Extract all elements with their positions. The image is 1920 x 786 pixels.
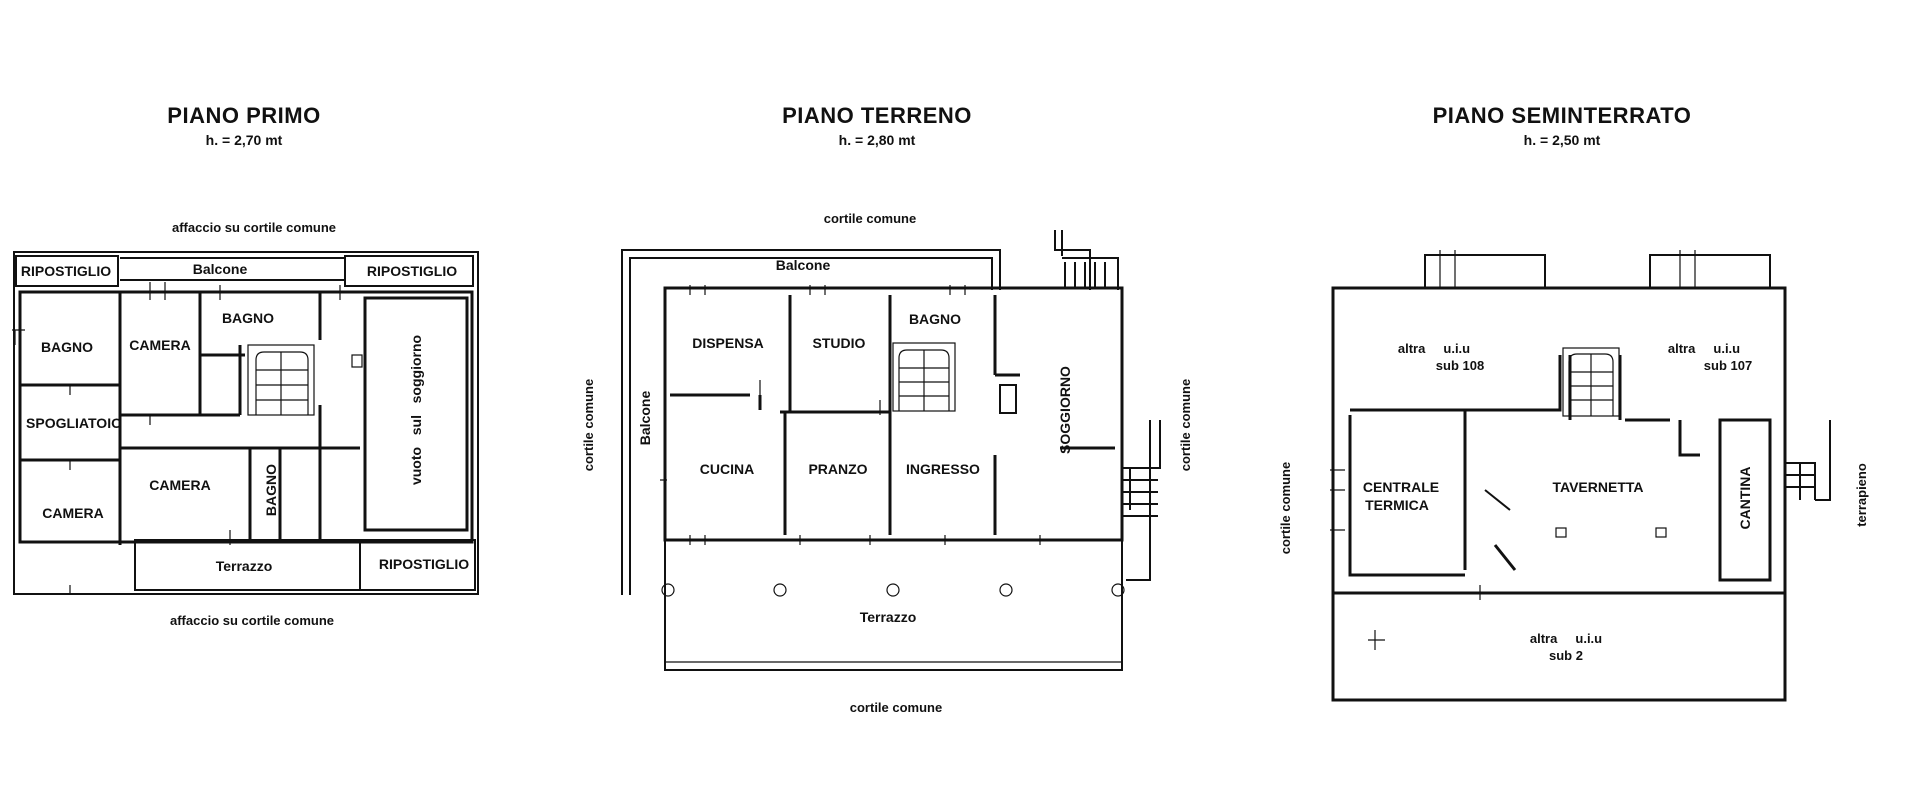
label-cortile-right: cortile comune bbox=[1178, 379, 1193, 471]
building-wall bbox=[1331, 286, 1787, 595]
door-marks bbox=[1330, 250, 1696, 650]
building-wall bbox=[663, 286, 1124, 542]
external-stair-right bbox=[1122, 420, 1161, 581]
door-leaf bbox=[1493, 544, 1517, 571]
column bbox=[999, 583, 1013, 597]
room-dispensa: DISPENSA bbox=[692, 335, 764, 351]
plan-piano-terreno: PIANO TERRENO h. = 2,80 mt cortile comun… bbox=[581, 103, 1193, 715]
room-vuoto-soggiorno: vuoto sul soggiorno bbox=[408, 335, 424, 485]
external-stair-top bbox=[1054, 230, 1119, 290]
column bbox=[886, 583, 900, 597]
column bbox=[773, 583, 787, 597]
room-altra-108-line1: altra u.i.u bbox=[1398, 341, 1470, 356]
label-terrapieno: terrapieno bbox=[1854, 463, 1869, 527]
room-bagno-top: BAGNO bbox=[222, 310, 274, 326]
balcone-frame bbox=[621, 249, 1001, 595]
plan-piano-seminterrato: PIANO SEMINTERRATO h. = 2,50 mt cortile … bbox=[1278, 103, 1869, 702]
door-marks bbox=[12, 282, 341, 595]
fixture bbox=[1484, 489, 1511, 511]
ripostiglio-right-box bbox=[344, 255, 474, 287]
label-cortile-left: cortile comune bbox=[1278, 462, 1293, 554]
column bbox=[1655, 527, 1667, 538]
plan-title: PIANO PRIMO bbox=[167, 103, 320, 128]
room-soggiorno: SOGGIORNO bbox=[1057, 366, 1073, 454]
room-tavernetta: TAVERNETTA bbox=[1553, 479, 1644, 495]
room-cucina: CUCINA bbox=[700, 461, 754, 477]
column bbox=[999, 384, 1017, 414]
room-studio: STUDIO bbox=[813, 335, 866, 351]
room-centrale: CENTRALE bbox=[1363, 479, 1439, 495]
label-affaccio-top: affaccio su cortile comune bbox=[172, 220, 336, 235]
room-termica: TERMICA bbox=[1365, 497, 1429, 513]
lower-unit-wall bbox=[1331, 593, 1787, 702]
room-bagno: BAGNO bbox=[909, 311, 961, 327]
room-altra-107-line1: altra u.i.u bbox=[1668, 341, 1740, 356]
balcony-top-right bbox=[1649, 254, 1771, 289]
room-camera-mid: CAMERA bbox=[149, 477, 210, 493]
label-cortile-bottom: cortile comune bbox=[850, 700, 942, 715]
balcony-top-left bbox=[1424, 254, 1546, 289]
room-cantina: CANTINA bbox=[1737, 467, 1753, 530]
stair-treads bbox=[1568, 353, 1614, 416]
plan-title: PIANO TERRENO bbox=[782, 103, 972, 128]
central-walls bbox=[1455, 355, 1670, 422]
door-marks bbox=[660, 285, 1041, 545]
label-cortile-left: cortile comune bbox=[581, 379, 596, 471]
plan-height: h. = 2,50 mt bbox=[1524, 132, 1601, 148]
room-ripostiglio-left: RIPOSTIGLIO bbox=[21, 263, 111, 279]
plan-title: PIANO SEMINTERRATO bbox=[1433, 103, 1692, 128]
room-altra-107-line2: sub 107 bbox=[1704, 358, 1752, 373]
plan-height: h. = 2,80 mt bbox=[839, 132, 916, 148]
room-balcone-top: Balcone bbox=[776, 257, 831, 273]
label-affaccio-bottom: affaccio su cortile comune bbox=[170, 613, 334, 628]
column bbox=[351, 354, 363, 368]
vuoto-area bbox=[363, 296, 469, 532]
plan-piano-primo: PIANO PRIMO h. = 2,70 mt affaccio su cor… bbox=[12, 103, 479, 628]
room-terrazzo: Terrazzo bbox=[216, 558, 273, 574]
room-bagno-left: BAGNO bbox=[41, 339, 93, 355]
ripostiglio-left-box bbox=[15, 255, 119, 287]
terrazzo-box bbox=[664, 539, 1123, 671]
label-cortile-top: cortile comune bbox=[824, 211, 916, 226]
room-balcone-side: Balcone bbox=[637, 391, 653, 446]
room-balcone: Balcone bbox=[193, 261, 248, 277]
cantina-walls bbox=[1718, 418, 1772, 582]
stair-treads bbox=[255, 351, 309, 415]
building-wall bbox=[18, 290, 474, 544]
column bbox=[661, 583, 675, 597]
external-stair-right bbox=[1785, 420, 1831, 501]
room-altra-2-line2: sub 2 bbox=[1549, 648, 1583, 663]
room-bagno-small: BAGNO bbox=[263, 464, 279, 516]
column bbox=[1555, 527, 1567, 538]
column bbox=[1111, 583, 1125, 597]
wall bbox=[1678, 420, 1700, 457]
room-camera-top: CAMERA bbox=[129, 337, 190, 353]
room-ripostiglio-right: RIPOSTIGLIO bbox=[367, 263, 457, 279]
room-pranzo: PRANZO bbox=[808, 461, 867, 477]
room-altra-2-line1: altra u.i.u bbox=[1530, 631, 1602, 646]
room-terrazzo: Terrazzo bbox=[860, 609, 917, 625]
ripostiglio-bottom-box bbox=[359, 539, 476, 591]
room-ingresso: INGRESSO bbox=[906, 461, 980, 477]
room-camera-left: CAMERA bbox=[42, 505, 103, 521]
outer-boundary bbox=[13, 251, 479, 595]
plan-height: h. = 2,70 mt bbox=[206, 132, 283, 148]
room-altra-108-line2: sub 108 bbox=[1436, 358, 1484, 373]
room-ripostiglio-bottom: RIPOSTIGLIO bbox=[379, 556, 469, 572]
stair-treads bbox=[898, 349, 950, 411]
room-spogliatoio: SPOGLIATOIO bbox=[26, 415, 122, 431]
